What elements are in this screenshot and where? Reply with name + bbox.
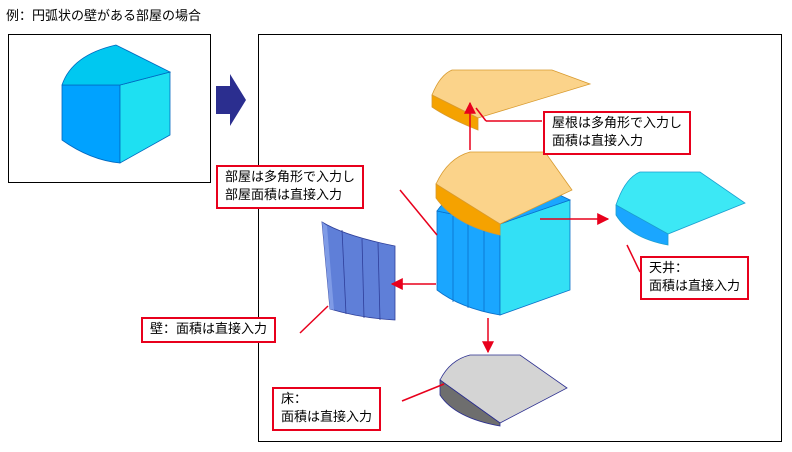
- wall-piece: [321, 221, 396, 321]
- callout-wall: 壁：面積は直接入力: [141, 317, 277, 343]
- page-title: 例：円弧状の壁がある部屋の場合: [6, 9, 202, 24]
- big-arrow-icon: [216, 74, 246, 126]
- ceiling-piece: [615, 171, 746, 246]
- callout-ceiling: 天井：面積は直接入力: [640, 256, 750, 300]
- callout-room: 部屋は多角形で入力し部屋面積は直接入力: [216, 165, 365, 209]
- callout-floor: 床：面積は直接入力: [272, 387, 382, 431]
- callout-roof: 屋根は多角形で入力し面積は直接入力: [543, 111, 692, 155]
- floor-piece: [439, 354, 568, 427]
- source-room-icon: [61, 44, 172, 164]
- room-piece: [435, 151, 573, 316]
